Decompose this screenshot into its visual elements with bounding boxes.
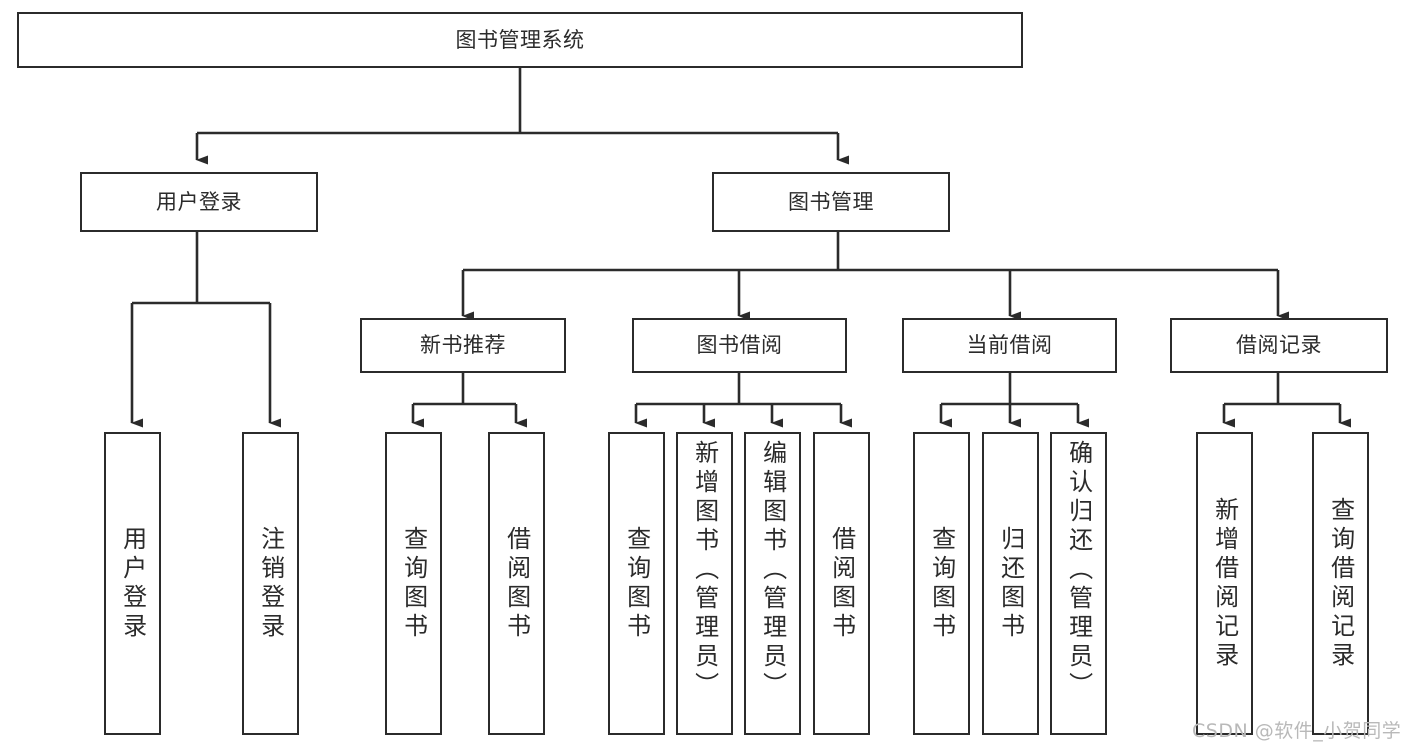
node-user-login-label: 用户登录 bbox=[156, 189, 242, 214]
leaf-query-book-1-label: 查询图书 bbox=[399, 525, 428, 642]
node-book-manage[interactable]: 图书管理 bbox=[712, 172, 950, 232]
leaf-borrow-book-2[interactable]: 借阅图书 bbox=[813, 432, 870, 735]
node-book-borrow[interactable]: 图书借阅 bbox=[632, 318, 847, 373]
node-root-label: 图书管理系统 bbox=[455, 27, 585, 52]
leaf-user-login-label: 用户登录 bbox=[118, 525, 147, 642]
node-book-manage-label: 图书管理 bbox=[788, 189, 874, 214]
node-new-book-recommend-label: 新书推荐 bbox=[420, 333, 506, 358]
watermark-text: CSDN @软件_小贺同学 bbox=[1192, 720, 1402, 742]
node-borrow-record[interactable]: 借阅记录 bbox=[1170, 318, 1388, 373]
leaf-add-book-admin-label: 新增图书（管理员） bbox=[690, 440, 719, 701]
leaf-query-book-2-label: 查询图书 bbox=[622, 525, 651, 642]
node-book-borrow-label: 图书借阅 bbox=[696, 333, 783, 358]
leaf-add-borrow-record[interactable]: 新增借阅记录 bbox=[1196, 432, 1253, 735]
leaf-edit-book-admin[interactable]: 编辑图书（管理员） bbox=[744, 432, 801, 735]
leaf-query-book-1[interactable]: 查询图书 bbox=[385, 432, 442, 735]
leaf-confirm-return-admin[interactable]: 确认归还（管理员） bbox=[1050, 432, 1107, 735]
leaf-user-login[interactable]: 用户登录 bbox=[104, 432, 161, 735]
node-borrow-record-label: 借阅记录 bbox=[1236, 333, 1322, 358]
leaf-logout-login[interactable]: 注销登录 bbox=[242, 432, 299, 735]
leaf-query-borrow-record-label: 查询借阅记录 bbox=[1326, 496, 1355, 671]
leaf-add-book-admin[interactable]: 新增图书（管理员） bbox=[676, 432, 733, 735]
leaf-borrow-book-1[interactable]: 借阅图书 bbox=[488, 432, 545, 735]
leaf-query-book-3[interactable]: 查询图书 bbox=[913, 432, 970, 735]
leaf-return-book[interactable]: 归还图书 bbox=[982, 432, 1039, 735]
node-new-book-recommend[interactable]: 新书推荐 bbox=[360, 318, 566, 373]
leaf-query-book-2[interactable]: 查询图书 bbox=[608, 432, 665, 735]
leaf-return-book-label: 归还图书 bbox=[996, 525, 1025, 642]
leaf-query-borrow-record[interactable]: 查询借阅记录 bbox=[1312, 432, 1369, 735]
node-current-borrow-label: 当前借阅 bbox=[966, 333, 1053, 358]
leaf-edit-book-admin-label: 编辑图书（管理员） bbox=[758, 440, 787, 701]
leaf-borrow-book-2-label: 借阅图书 bbox=[827, 525, 856, 642]
leaf-add-borrow-record-label: 新增借阅记录 bbox=[1210, 496, 1239, 671]
node-user-login[interactable]: 用户登录 bbox=[80, 172, 318, 232]
node-current-borrow[interactable]: 当前借阅 bbox=[902, 318, 1117, 373]
leaf-logout-login-label: 注销登录 bbox=[256, 525, 285, 642]
leaf-borrow-book-1-label: 借阅图书 bbox=[502, 525, 531, 642]
node-root[interactable]: 图书管理系统 bbox=[17, 12, 1023, 68]
leaf-query-book-3-label: 查询图书 bbox=[927, 525, 956, 642]
leaf-confirm-return-admin-label: 确认归还（管理员） bbox=[1064, 440, 1093, 701]
